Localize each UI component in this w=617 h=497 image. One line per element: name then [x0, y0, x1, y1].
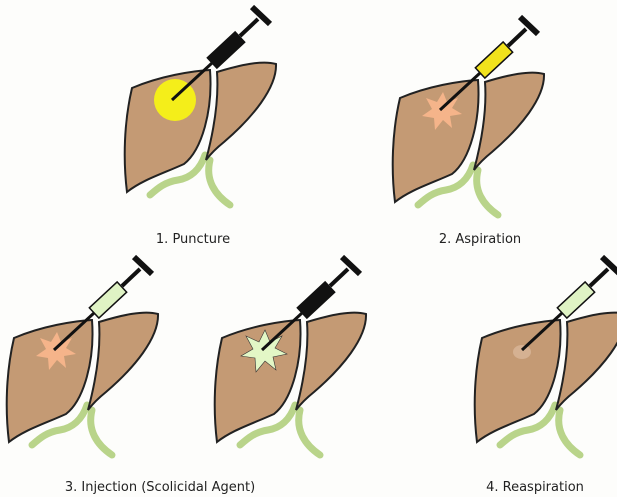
syringe-barrel-icon	[474, 40, 514, 80]
label-step-4: 4. Reaspiration	[486, 480, 584, 495]
cyst-star	[36, 332, 76, 370]
label-step-1: 1. Puncture	[155, 232, 231, 247]
liver-illustration	[7, 313, 158, 455]
panel-puncture	[125, 7, 276, 205]
liver-illustration	[125, 63, 276, 205]
label-step-2: 2. Aspiration	[438, 232, 522, 247]
panel-injection-agent	[215, 257, 366, 455]
label-step-3: 3. Injection (Scolicidal Agent)	[64, 480, 256, 495]
liver-illustration	[475, 313, 617, 455]
syringe-barrel-icon	[296, 280, 336, 320]
panel-aspiration	[393, 17, 544, 215]
panel-injection	[7, 257, 158, 455]
injected-cyst-star	[240, 329, 288, 373]
syringe-barrel-icon	[88, 280, 128, 320]
cyst-star	[422, 92, 462, 130]
liver-illustration	[215, 313, 366, 455]
syringe-barrel-icon	[206, 30, 246, 70]
liver-illustration	[393, 73, 544, 215]
panel-reaspiration	[475, 257, 617, 455]
residual-cyst	[513, 345, 531, 359]
syringe-barrel-icon	[556, 280, 596, 320]
